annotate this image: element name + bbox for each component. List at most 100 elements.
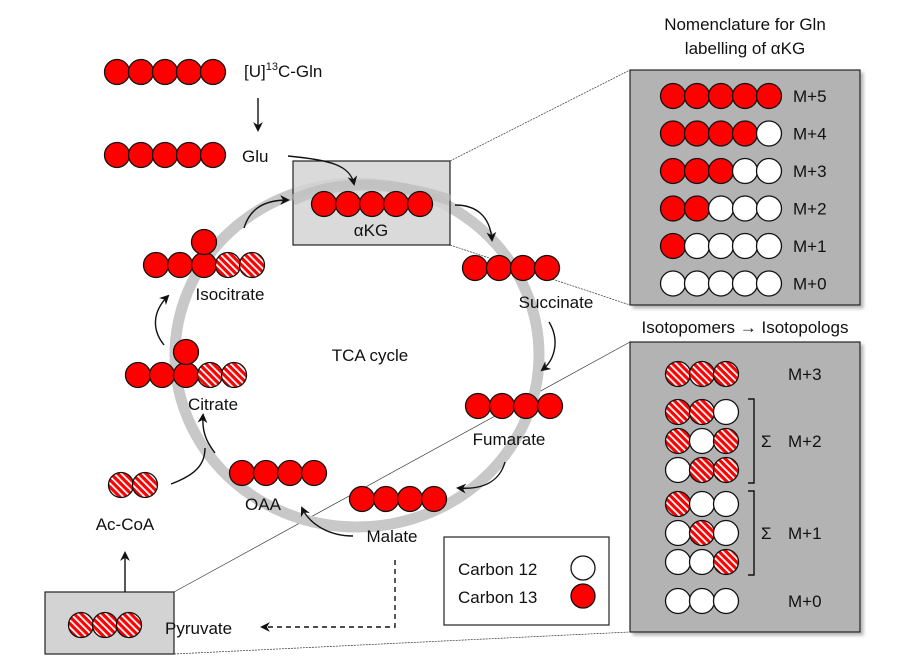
isotopomer-row <box>664 456 740 484</box>
isotopomer-title: Isotopomers → Isotopologs <box>642 318 849 337</box>
pyruvate-label: Pyruvate <box>165 619 232 638</box>
carbon-12-atom <box>683 232 711 260</box>
carbon-12-atom <box>664 519 692 547</box>
legend-box <box>443 536 610 626</box>
accoa-label: Ac-CoA <box>96 515 155 534</box>
carbon-13-atom <box>570 583 596 609</box>
zoom-connectors <box>173 69 631 655</box>
carbon-13-hatched-atom <box>238 251 266 279</box>
carbon-13-atom <box>683 120 711 147</box>
carbon-12-atom <box>688 587 716 615</box>
carbon-13-atom <box>461 254 489 282</box>
mass-isotopolog-label: M+1 <box>793 237 827 256</box>
isotopomer-row <box>664 548 740 576</box>
carbon-13-atom <box>683 195 711 222</box>
carbon-13-atom <box>683 82 711 110</box>
carbon-13-hatched-atom <box>196 361 224 389</box>
carbon-13-atom <box>276 459 304 487</box>
carbon-13-atom <box>228 459 256 487</box>
carbon-13-atom <box>310 190 338 218</box>
isotopomer-row <box>664 587 740 615</box>
carbon-13-hatched-atom <box>115 611 143 639</box>
arrow-citrate-to-isocitrate <box>154 294 170 346</box>
arrow-oaa-to-citrate <box>197 413 216 454</box>
carbon-13-atom <box>464 392 492 420</box>
carbon-13-atom <box>659 120 687 147</box>
oaa-molecule <box>228 459 328 487</box>
carbon-12-atom <box>683 270 711 297</box>
connector-pyruvate-bottom <box>173 631 631 655</box>
arrow-akg-to-succinate <box>454 204 497 242</box>
carbon-13-atom <box>485 254 513 282</box>
carbon-13-atom <box>406 190 434 218</box>
carbon-13-hatched-atom <box>712 360 740 388</box>
carbon-12-atom <box>712 398 740 426</box>
carbon-13-atom <box>252 459 280 487</box>
carbon-13-hatched-atom <box>688 360 716 388</box>
carbon-12-atom <box>688 427 716 455</box>
carbon-12-atom <box>570 555 596 581</box>
carbon-13-atom <box>382 190 410 218</box>
citrate-label: Citrate <box>188 395 238 414</box>
succinate-molecule <box>461 254 561 282</box>
carbon-13-atom <box>731 120 759 147</box>
arrow-isocitrate-to-akg <box>243 195 290 229</box>
carbon-12-atom <box>664 456 692 484</box>
carbon-13-atom <box>659 157 687 185</box>
carbon-13-hatched-atom <box>131 471 159 499</box>
carbon-13-atom <box>166 251 194 279</box>
malate-label: Malate <box>366 527 417 546</box>
isotopomer-row <box>664 360 740 388</box>
carbon-13-atom <box>334 190 362 218</box>
carbon-13-hatched-atom <box>712 456 740 484</box>
fumarate-molecule <box>464 392 564 420</box>
mass-isotopolog-label: M+0 <box>793 275 827 294</box>
carbon-12-atom <box>664 548 692 576</box>
carbon-13-atom <box>190 251 218 279</box>
carbon-13-atom <box>420 485 448 513</box>
carbon-13-atom <box>348 485 376 513</box>
carbon-13-atom <box>300 459 328 487</box>
gln-label: [U]13C-Gln <box>244 61 322 81</box>
legend-label-c12: Carbon 12 <box>458 560 537 579</box>
carbon-13-hatched-atom <box>712 427 740 455</box>
carbon-13-atom <box>707 157 735 185</box>
carbon-13-atom <box>127 141 155 169</box>
isotopomer-row <box>664 519 740 547</box>
carbon-13-hatched-atom <box>664 427 692 455</box>
carbon-13-atom <box>659 232 687 260</box>
isotopolog-label: M+0 <box>788 592 822 611</box>
carbon-13-atom <box>358 190 386 218</box>
accoa-molecule <box>107 471 159 499</box>
carbon-13-hatched-atom <box>67 611 95 639</box>
carbon-13-atom <box>396 485 424 513</box>
carbon-12-atom <box>688 548 716 576</box>
nomenclature-row: M+5 <box>659 82 827 110</box>
carbon-12-atom <box>755 120 783 147</box>
carbon-12-atom <box>731 232 759 260</box>
isotopolog-label: M+3 <box>788 365 822 384</box>
carbon-13-atom <box>124 361 152 389</box>
carbon-13-atom <box>172 361 200 389</box>
carbon-12-atom <box>664 587 692 615</box>
carbon-13-atom <box>172 338 200 366</box>
arrows <box>120 98 556 632</box>
sum-bracket <box>748 490 755 576</box>
nomenclature-row: M+0 <box>659 270 827 297</box>
carbon-13-hatched-atom <box>664 360 692 388</box>
nomenclature-row: M+4 <box>659 120 827 147</box>
isocitrate-label: Isocitrate <box>196 285 265 304</box>
fumarate-label: Fumarate <box>473 430 546 449</box>
carbon-13-hatched-atom <box>688 519 716 547</box>
isotopolog-label: M+2 <box>788 432 822 451</box>
carbon-12-atom <box>659 270 687 297</box>
carbon-12-atom <box>755 232 783 260</box>
carbon-12-atom <box>755 157 783 185</box>
carbon-12-atom <box>707 195 735 222</box>
arrow-fumarate-to-malate <box>456 461 506 494</box>
isotopomer-panel <box>629 341 861 633</box>
isotopomer-row <box>664 398 740 426</box>
